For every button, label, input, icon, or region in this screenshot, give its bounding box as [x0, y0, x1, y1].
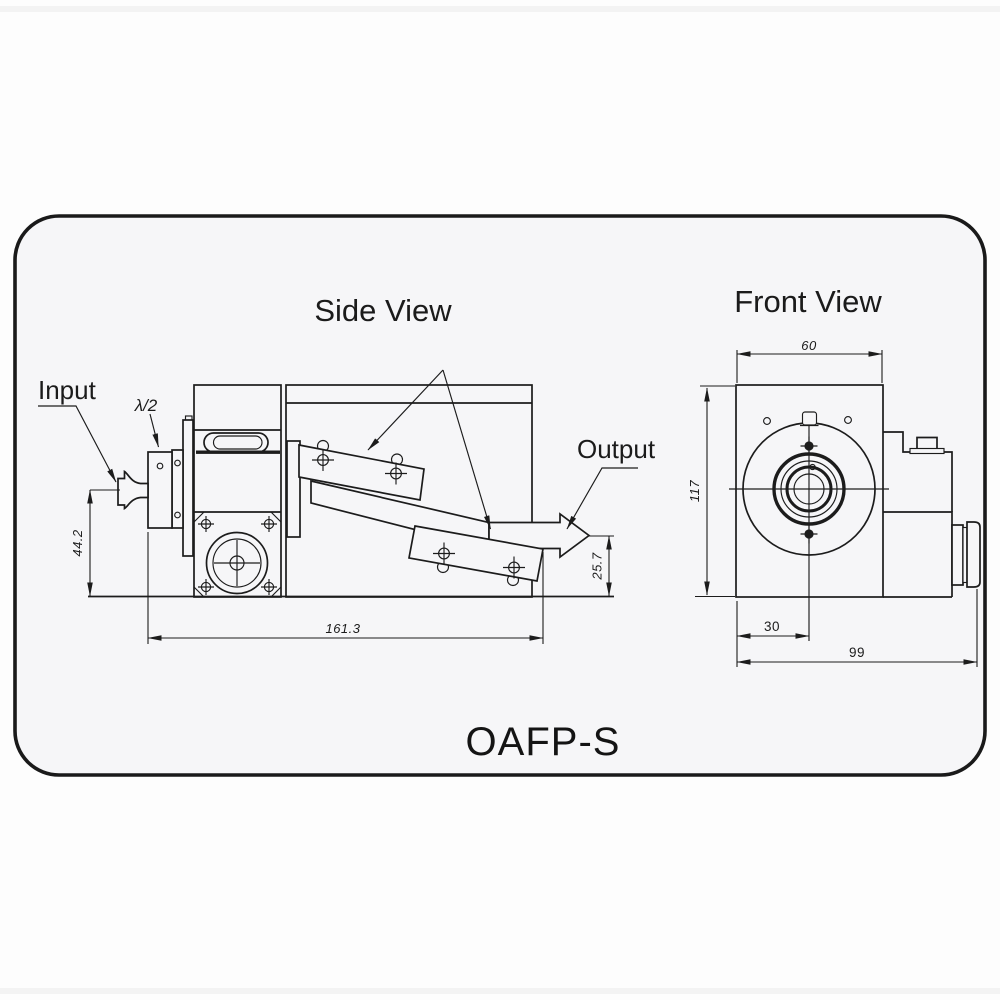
input-label: Input [38, 375, 97, 405]
dim-overall-width: 99 [736, 589, 978, 667]
svg-text:60: 60 [801, 338, 817, 353]
crosshair-screw-icon [385, 462, 407, 485]
dim-top-width: 60 [736, 338, 883, 383]
scan-artifact-top [0, 6, 1000, 12]
mirror-callout-leader [367, 369, 492, 530]
half-wave-plate-label: λ/2 [134, 396, 158, 415]
lower-mirror-plate [408, 525, 544, 587]
upper-mirror-plate [298, 439, 425, 502]
dim-input-axis-height: 44.2 [70, 489, 120, 597]
mount-bracket [286, 440, 301, 538]
mount-hole [763, 417, 771, 425]
output-label: Output [577, 434, 656, 464]
dim-overall-length: 161.3 [147, 532, 544, 644]
dim-body-height: 117 [687, 385, 735, 598]
motor-boss-circle [205, 531, 269, 595]
crosshair-screw-icon [312, 449, 334, 471]
side-view-tower [193, 384, 282, 598]
corner-screw-icon [261, 579, 277, 595]
svg-text:99: 99 [849, 645, 865, 660]
input-leader [38, 405, 117, 483]
crosshair-screw-icon [503, 556, 525, 579]
svg-text:117: 117 [687, 480, 702, 502]
svg-text:161.3: 161.3 [325, 621, 360, 636]
half-wave-plate-leader [149, 413, 160, 448]
corner-screw-icon [198, 516, 214, 532]
svg-text:44.2: 44.2 [70, 529, 85, 557]
output-leader [566, 467, 638, 530]
front-view: Front View [687, 284, 981, 667]
half-wave-plate-assembly [147, 415, 194, 557]
mount-hole [844, 416, 852, 424]
crosshair-screw-icon [433, 542, 455, 565]
scan-artifact-bottom [0, 988, 1000, 994]
top-screw-icon [800, 411, 819, 427]
clamp-screw-icon [800, 436, 818, 456]
clamp-bar [196, 450, 280, 454]
dim-output-axis-height: 25.7 [588, 535, 614, 597]
side-view-title: Side View [314, 293, 452, 328]
input-horn [117, 470, 149, 510]
corner-screw-icon [198, 579, 214, 595]
svg-text:30: 30 [764, 619, 780, 634]
clamp-screw-icon [800, 524, 818, 544]
output-connector-barrel [951, 521, 981, 588]
model-label: OAFP-S [466, 720, 621, 764]
corner-screw-icon [261, 516, 277, 532]
svg-text:25.7: 25.7 [590, 552, 605, 581]
side-view: Side View [38, 293, 656, 644]
front-view-title: Front View [734, 284, 882, 319]
dim-axis-offset: 30 [736, 601, 810, 667]
